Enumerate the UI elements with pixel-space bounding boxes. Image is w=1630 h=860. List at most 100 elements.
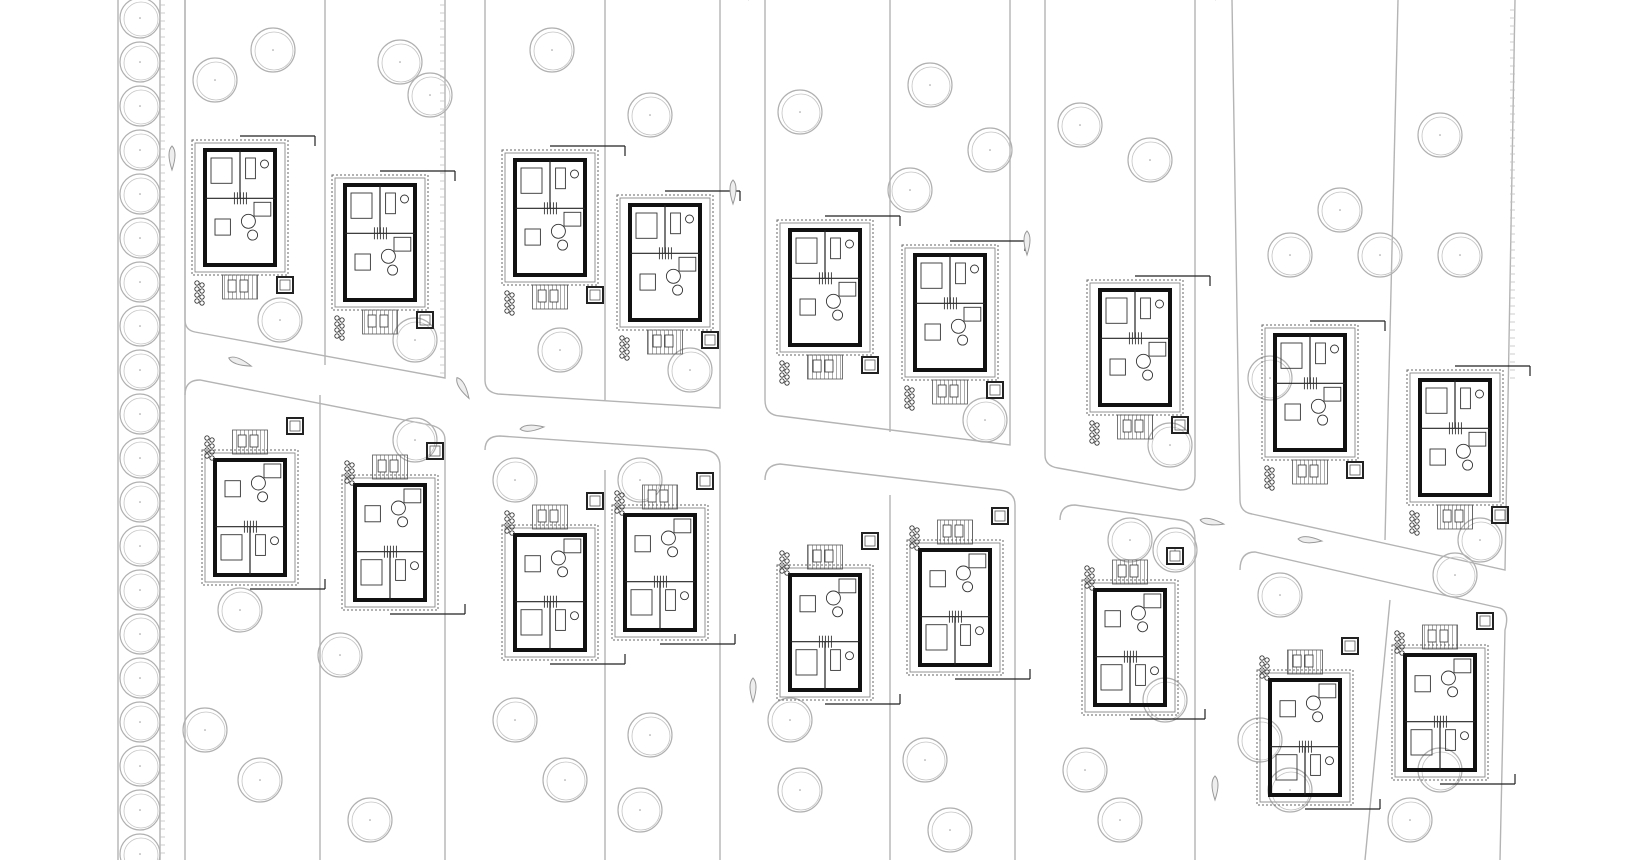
tree — [492, 697, 538, 743]
shrub — [779, 372, 785, 378]
lounger — [659, 489, 669, 503]
shrub — [624, 343, 630, 349]
bed — [630, 589, 653, 616]
table — [1429, 448, 1446, 466]
shrub — [614, 496, 620, 502]
utility-box — [1346, 461, 1364, 479]
chair — [247, 229, 259, 241]
kitchen-counter — [253, 201, 272, 217]
tree — [250, 27, 296, 73]
utility-box — [696, 472, 714, 490]
road-edge — [1239, 551, 1508, 860]
lounger — [812, 359, 822, 373]
boat-icon — [168, 145, 176, 172]
shrub — [619, 510, 625, 516]
toilet — [1475, 389, 1484, 399]
bed — [635, 212, 658, 239]
chair — [1142, 369, 1154, 381]
shrub — [1089, 438, 1095, 444]
round-table — [240, 213, 256, 229]
shrub — [1409, 522, 1415, 528]
shrub — [334, 333, 340, 339]
shrub — [1269, 485, 1275, 491]
lounger — [227, 279, 237, 293]
house-h15 — [906, 507, 1031, 680]
tree — [1247, 355, 1293, 401]
shrub — [1089, 432, 1095, 438]
tree — [1432, 552, 1478, 598]
utility-box-inner — [1494, 509, 1506, 521]
plinth — [1089, 282, 1181, 413]
shrub — [339, 317, 345, 323]
bed — [795, 649, 818, 676]
toilet — [1460, 731, 1469, 741]
round-table — [380, 248, 396, 264]
shrub — [509, 298, 515, 304]
road-network — [117, 0, 1516, 860]
shrub — [1264, 483, 1270, 489]
round-table — [1130, 605, 1146, 621]
tree — [347, 797, 393, 843]
tree — [377, 39, 423, 85]
utility-box — [416, 311, 434, 329]
kitchen-counter — [1148, 341, 1167, 357]
utility-box — [586, 492, 604, 510]
kitchen-counter — [263, 463, 282, 479]
kitchen-counter — [563, 538, 582, 554]
shrub — [1394, 642, 1400, 648]
tree — [777, 767, 823, 813]
road-edge — [184, 0, 446, 379]
tree — [119, 833, 161, 860]
planting-border — [776, 219, 874, 356]
round-table — [1135, 353, 1151, 369]
tree — [119, 41, 161, 83]
lounger — [1122, 419, 1132, 433]
tree — [542, 757, 588, 803]
shrub — [1394, 636, 1400, 642]
tree — [1062, 747, 1108, 793]
house-h8 — [1261, 320, 1386, 491]
tree — [119, 173, 161, 215]
tree — [119, 393, 161, 435]
boat-icon — [1211, 775, 1219, 802]
shrub — [909, 399, 915, 405]
kitchen-counter — [838, 578, 857, 594]
lounger — [537, 509, 547, 523]
tree — [119, 217, 161, 259]
shrub — [1084, 583, 1090, 589]
house-h12 — [501, 492, 626, 665]
shrub — [904, 403, 910, 409]
utility-box — [1491, 506, 1509, 524]
lounger — [1134, 419, 1144, 433]
kitchen-counter — [1468, 431, 1487, 447]
tree — [317, 632, 363, 678]
round-table — [955, 565, 971, 581]
lounger — [652, 334, 662, 348]
shrub — [1089, 420, 1095, 426]
tree — [529, 27, 575, 73]
bathroom-fixture — [385, 192, 396, 215]
bathroom-fixture — [665, 589, 676, 611]
shrub — [509, 310, 515, 316]
shrub — [1089, 573, 1095, 579]
utility-box — [1166, 547, 1184, 565]
shrub — [1394, 630, 1400, 636]
tree — [192, 57, 238, 103]
plinth — [779, 222, 871, 353]
lounger — [1309, 464, 1319, 478]
lounger — [367, 314, 377, 328]
lounger — [237, 434, 247, 448]
tree — [392, 417, 438, 463]
shrub — [1084, 571, 1090, 577]
shrub — [779, 568, 785, 574]
shrub — [344, 478, 350, 484]
round-table — [825, 590, 841, 606]
shrub — [509, 304, 515, 310]
table — [639, 273, 656, 291]
shrub — [784, 570, 790, 576]
utility-box — [1341, 637, 1359, 655]
kitchen-counter — [678, 256, 697, 272]
utility-box — [861, 356, 879, 374]
shrub — [509, 512, 515, 518]
